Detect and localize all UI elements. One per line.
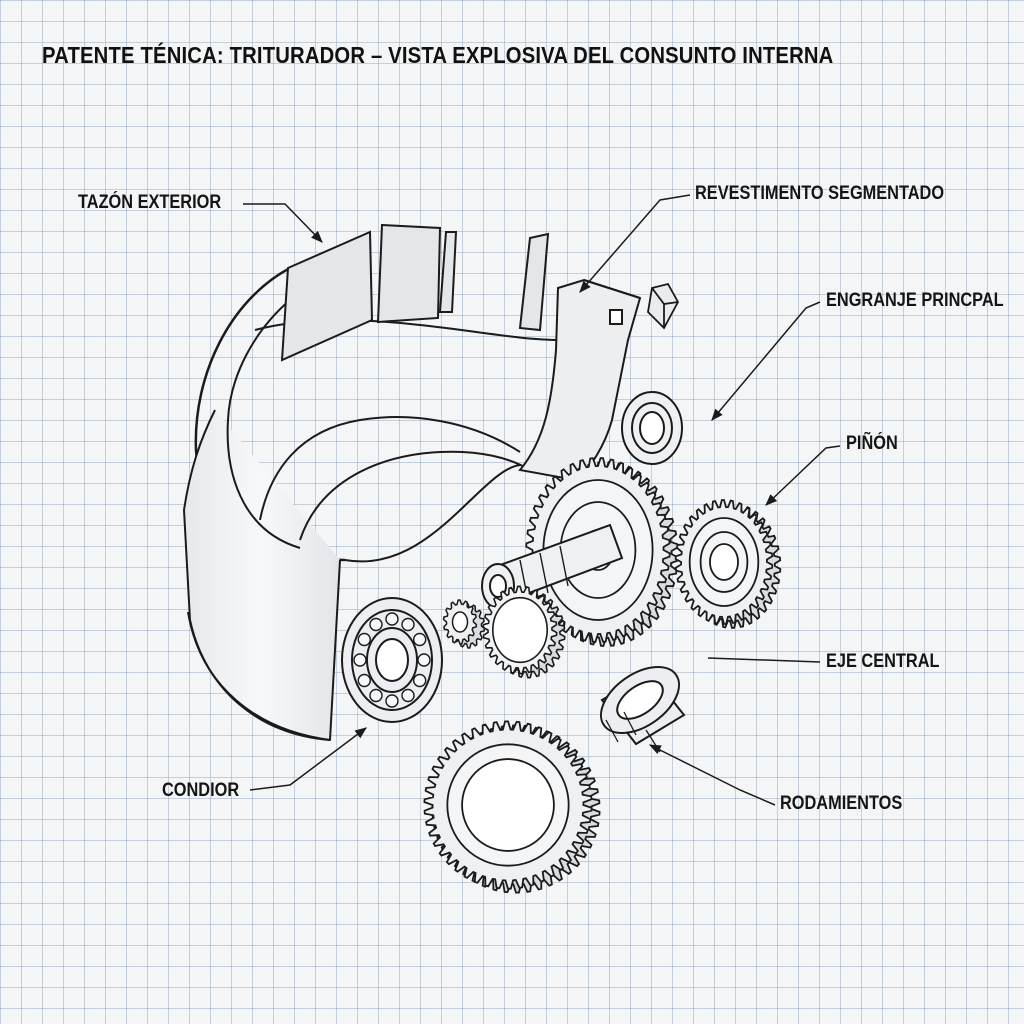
label-central-shaft: EJE CENTRAL xyxy=(826,651,940,672)
segmented-liner xyxy=(518,278,642,482)
label-pinion: PIÑÓN xyxy=(846,433,898,454)
small-ring-gear xyxy=(482,585,566,679)
leader-tazon xyxy=(243,203,323,243)
lower-ring-gear xyxy=(423,720,601,894)
roller-bearing xyxy=(599,665,686,753)
small-bearing xyxy=(621,391,683,465)
bowl-rim-segments xyxy=(280,223,550,362)
main-gear xyxy=(525,457,679,647)
leader-engranaje xyxy=(711,301,821,421)
label-bearings: RODAMIENTOS xyxy=(780,793,903,814)
label-condior: CONDIOR xyxy=(162,780,240,801)
diagram-title: PATENTE TÉNICA: TRITURADOR – VISTA EXPLO… xyxy=(42,42,834,68)
leader-revest xyxy=(579,194,691,293)
leader-lines xyxy=(243,194,841,806)
leader-pinon xyxy=(765,445,841,506)
label-outer-bowl: TAZÓN EXTERIOR xyxy=(78,192,222,213)
ball-bearing xyxy=(341,597,443,723)
label-main-gear: ENGRANJE PRINCPAL xyxy=(826,290,1004,311)
leader-rodam xyxy=(648,744,776,806)
leader-condior xyxy=(249,727,367,791)
leader-eje xyxy=(707,657,821,663)
tiny-spur-gear xyxy=(442,599,486,649)
pinion-gear xyxy=(674,499,782,629)
diamond-fastener xyxy=(647,282,680,330)
label-segmented-liner: REVESTIMENTO SEGMENTADO xyxy=(695,183,945,204)
